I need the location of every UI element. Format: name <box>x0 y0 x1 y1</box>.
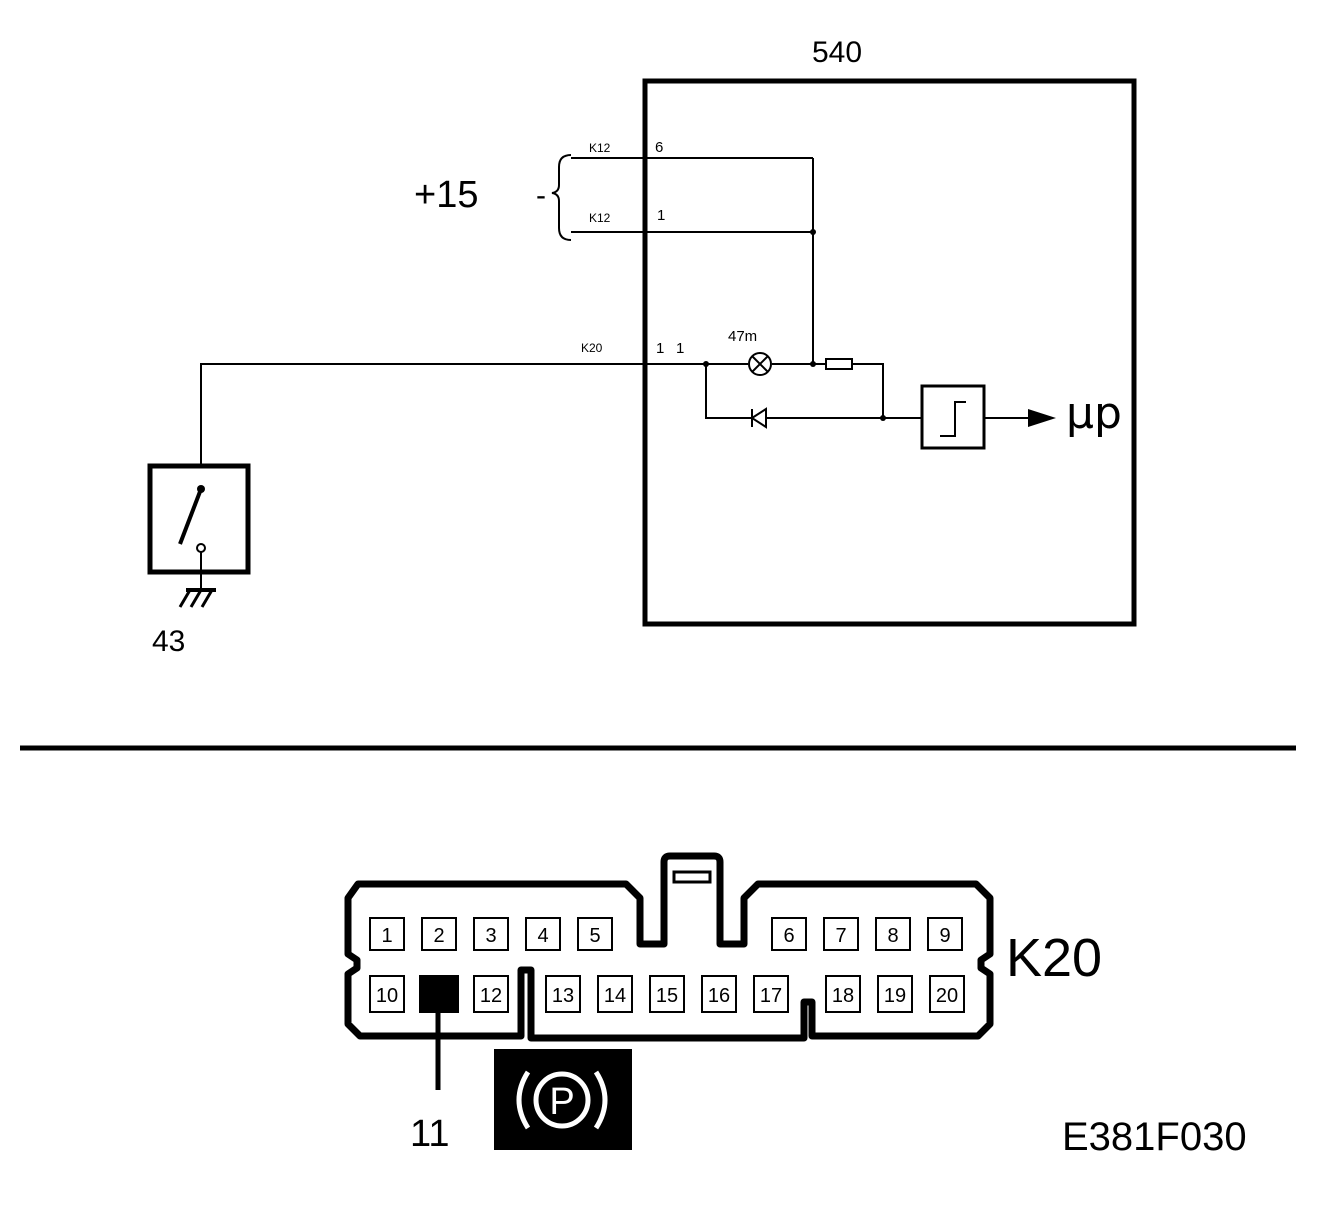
supply-brace <box>551 154 572 241</box>
pin-6: 6 <box>771 917 807 951</box>
switch-box <box>147 463 251 575</box>
k20-wire-pin-left: 1 <box>656 340 664 357</box>
pin-7: 7 <box>823 917 859 951</box>
supply-dash: - <box>536 179 546 212</box>
pin-2: 2 <box>421 917 457 951</box>
pin-17: 17 <box>753 975 789 1013</box>
ground-icon <box>178 588 216 608</box>
connector-name: K20 <box>1006 928 1102 988</box>
connector-latch <box>672 870 712 884</box>
svg-text:P: P <box>549 1081 574 1123</box>
svg-text:14: 14 <box>604 985 626 1007</box>
svg-text:2: 2 <box>433 925 444 947</box>
arrow-right-icon <box>1028 409 1056 427</box>
k12-bottom-connector-label: K12 <box>589 211 611 225</box>
k20-wire <box>200 363 706 488</box>
pin-11-highlighted <box>419 975 459 1013</box>
junction-dot <box>810 229 816 235</box>
svg-text:6: 6 <box>783 925 794 947</box>
svg-text:4: 4 <box>537 925 548 947</box>
pin-16: 16 <box>701 975 737 1013</box>
svg-text:3: 3 <box>485 925 496 947</box>
microprocessor-label: µp <box>1066 388 1122 439</box>
junction-dot <box>810 361 816 367</box>
resistor-icon <box>825 358 853 370</box>
pin-4: 4 <box>525 917 561 951</box>
svg-text:7: 7 <box>835 925 846 947</box>
figure-code: E381F030 <box>1062 1115 1247 1159</box>
module-label: 540 <box>812 36 862 69</box>
pin-18: 18 <box>825 975 861 1013</box>
svg-text:5: 5 <box>589 925 600 947</box>
svg-text:1: 1 <box>381 925 392 947</box>
switch-lever-icon <box>178 488 203 545</box>
svg-text:20: 20 <box>936 985 958 1007</box>
diode-icon <box>750 407 767 429</box>
pin-12: 12 <box>473 975 509 1013</box>
svg-text:15: 15 <box>656 985 678 1007</box>
pin-15: 15 <box>649 975 685 1013</box>
pin-14: 14 <box>597 975 633 1013</box>
pin-10: 10 <box>369 975 405 1013</box>
pin-3: 3 <box>473 917 509 951</box>
svg-text:16: 16 <box>708 985 730 1007</box>
pin-9: 9 <box>927 917 963 951</box>
lamp-label: 47m <box>728 328 757 345</box>
k12-top-pin-label: 6 <box>655 139 663 156</box>
svg-text:17: 17 <box>760 985 782 1007</box>
parking-brake-icon: P <box>494 1049 632 1150</box>
lamp-icon <box>748 352 772 376</box>
k12-bottom-pin-label: 1 <box>657 207 665 224</box>
switch-label: 43 <box>152 625 185 658</box>
k12-top-connector-label: K12 <box>589 141 611 155</box>
control-module-box <box>642 78 1137 627</box>
pin-20: 20 <box>929 975 965 1013</box>
svg-text:8: 8 <box>887 925 898 947</box>
svg-text:18: 18 <box>832 985 854 1007</box>
pin-5: 5 <box>577 917 613 951</box>
k20-wire-pin-right: 1 <box>676 340 684 357</box>
pin-11-callout-label: 11 <box>410 1113 449 1155</box>
supply-label: +15 <box>414 174 478 216</box>
schmitt-trigger-block <box>920 384 986 450</box>
pin-19: 19 <box>877 975 913 1013</box>
svg-text:9: 9 <box>939 925 950 947</box>
svg-text:19: 19 <box>884 985 906 1007</box>
pin-1: 1 <box>369 917 405 951</box>
step-icon <box>940 401 966 437</box>
pin-8: 8 <box>875 917 911 951</box>
k20-wire-connector-label: K20 <box>581 341 603 355</box>
svg-text:10: 10 <box>376 985 398 1007</box>
svg-text:13: 13 <box>552 985 574 1007</box>
svg-text:12: 12 <box>480 985 502 1007</box>
pin-13: 13 <box>545 975 581 1013</box>
